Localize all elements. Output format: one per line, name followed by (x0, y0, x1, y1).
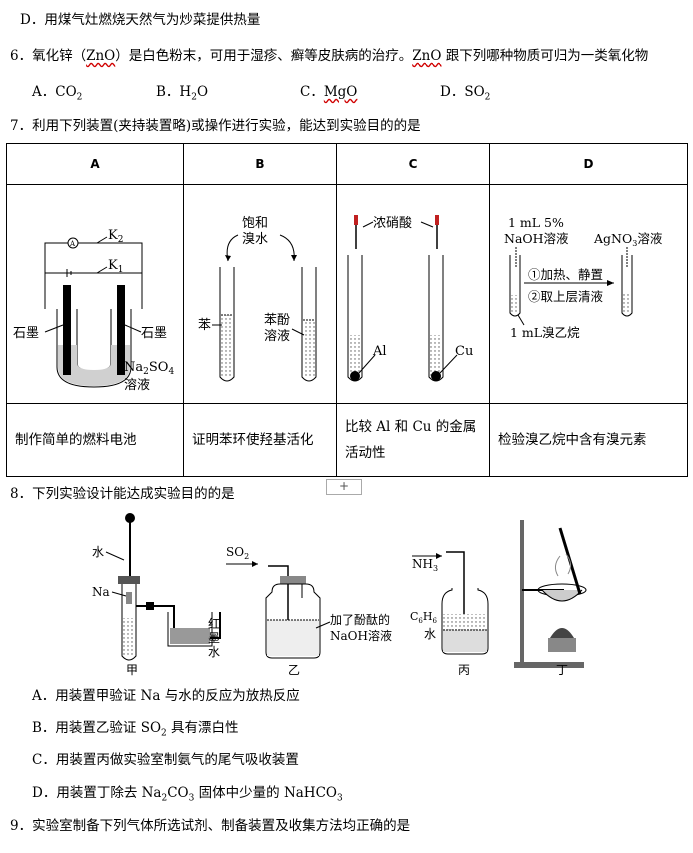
yi-naoh-label: NaOH溶液 (330, 628, 392, 643)
bromoethane-test-diagram: 1 mL 5% NaOH溶液 AgNO3溶液 ①加热、静置 ②取上层清液 1 m… (504, 215, 663, 340)
q7-goal-c: 比较 Al 和 Cu 的金属活动性 (336, 403, 490, 477)
q8-option-c: C．用装置丙做实验室制氨气的尾气吸收装置 (32, 752, 299, 768)
bromine-water-diagram: 饱和 溴水 苯 苯酚 溶液 (198, 216, 317, 382)
q6-option-a: A．CO2 (32, 84, 83, 103)
step2-label: ②取上层清液 (528, 289, 604, 304)
apparatus-bing: NH3 C6H6 水 丙 (410, 551, 489, 677)
q8-stem: 8．下列实验设计能达成实验目的的是 (10, 486, 235, 502)
apparatus-ding: 丁 (514, 520, 587, 677)
yi-name: 乙 (288, 663, 300, 677)
q6-option-c: C．MgO (300, 84, 358, 100)
jia-ink-label-3: 水 (208, 645, 220, 659)
phenol-label: 苯酚 (264, 313, 290, 328)
yi-phenolphthalein-label: 加了酚酞的 (330, 612, 390, 627)
k2-label: K2 (108, 228, 123, 245)
jia-water-label: 水 (92, 545, 104, 559)
q7-header-b: B (183, 143, 337, 185)
cu-label: Cu (455, 344, 473, 359)
q7-stem: 7．利用下列装置(夹持装置略)或操作进行实验，能达到实验目的的是 (10, 118, 421, 134)
q6-stem-pre: 6．氧化锌（ (10, 48, 87, 64)
ammeter-label: A (69, 240, 76, 248)
jia-na-label: Na (92, 585, 110, 599)
q6-stem: 6．氧化锌（ZnO）是白色粉末，可用于湿疹、癣等皮肤病的治疗。ZnO 跟下列哪种… (10, 46, 648, 66)
benzene-label: 苯 (198, 318, 211, 333)
q7-header-a: A (6, 143, 184, 185)
q6-stem-mid: ）是白色粉末，可用于湿疹、癣等皮肤病的治疗。 (115, 48, 413, 64)
q8-apparatus-figures: 水 Na 红 墨 水 甲 SO2 加了酚酞的 NaOH溶液 乙 NH3 C6H6… (92, 513, 587, 677)
q6-option-b: B．H2O (156, 84, 209, 103)
apparatus-jia: 水 Na 红 墨 水 甲 (92, 513, 221, 677)
naoh-solution-label: NaOH溶液 (504, 231, 569, 246)
yi-so2-label: SO2 (226, 545, 249, 561)
jia-ink-label-1: 红 (208, 616, 220, 631)
q7-figure-d: 1 mL 5% NaOH溶液 AgNO3溶液 ①加热、静置 ②取上层清液 1 m… (489, 184, 688, 404)
q8-option-d: D．用装置丁除去 Na2CO3 固体中少量的 NaHCO3 (32, 785, 343, 804)
ding-name: 丁 (556, 663, 568, 677)
q7-goal-b: 证明苯环使羟基活化 (183, 403, 337, 477)
k1-label: K1 (108, 258, 123, 275)
jia-ink-label-2: 墨 (208, 631, 220, 645)
na2so4-label: Na2SO4 (124, 360, 174, 377)
q8-option-a: A．用装置甲验证 Na 与水的反应为放热反应 (32, 688, 300, 704)
q7-figure-c: 浓硝酸 Al (336, 184, 490, 404)
nitric-acid-diagram: 浓硝酸 Al (347, 215, 473, 382)
bing-nh3-label: NH3 (412, 557, 438, 573)
fuel-cell-diagram: A K2 K1 石墨 石墨 Na2SO4 溶液 (13, 228, 174, 393)
solution-label: 溶液 (124, 378, 150, 393)
saturated-label: 饱和 (242, 216, 268, 231)
q6-zno: ZnO (86, 48, 116, 64)
q7-table: A B C D A (6, 143, 688, 477)
q7-header-c: C (336, 143, 490, 185)
q7-goal-a: 制作简单的燃料电池 (6, 403, 184, 477)
bing-c6h6-label: C6H6 (410, 610, 437, 625)
q7-figure-b: 饱和 溴水 苯 苯酚 溶液 (183, 184, 337, 404)
q6-option-d: D．SO2 (440, 84, 491, 103)
q5-option-d: D．用煤气灶燃烧天然气为炒菜提供热量 (20, 12, 261, 28)
q7-header-d: D (489, 143, 688, 185)
bing-name: 丙 (458, 663, 470, 677)
phenol-solution-label: 溶液 (264, 329, 290, 344)
add-row-button[interactable]: + (326, 479, 362, 495)
bing-water-label: 水 (424, 627, 436, 641)
bromoethane-volume-label: 1 mL溴乙烷 (510, 325, 580, 340)
bromine-water-label: 溴水 (242, 232, 268, 247)
q9-stem: 9．实验室制备下列气体所选试剂、制备装置及收集方法均正确的是 (10, 818, 411, 834)
q6-stem-post: 跟下列哪种物质可归为一类氧化物 (441, 48, 649, 64)
agno3-label: AgNO3溶液 (593, 231, 663, 248)
jia-name: 甲 (126, 663, 138, 677)
q7-figure-a: A K2 K1 石墨 石墨 Na2SO4 溶液 (6, 184, 184, 404)
graphite-left-label: 石墨 (13, 326, 39, 341)
naoh-volume-label: 1 mL 5% (508, 215, 564, 230)
step1-label: ①加热、静置 (528, 267, 603, 282)
apparatus-yi: SO2 加了酚酞的 NaOH溶液 乙 (226, 545, 392, 677)
graphite-right-label: 石墨 (141, 326, 167, 341)
conc-nitric-acid-label: 浓硝酸 (373, 216, 412, 231)
al-label: Al (372, 344, 387, 359)
q7-goal-d: 检验溴乙烷中含有溴元素 (489, 403, 688, 477)
q8-option-b: B．用装置乙验证 SO2 具有漂白性 (32, 720, 239, 739)
q6-zno-2: ZnO (412, 48, 442, 64)
